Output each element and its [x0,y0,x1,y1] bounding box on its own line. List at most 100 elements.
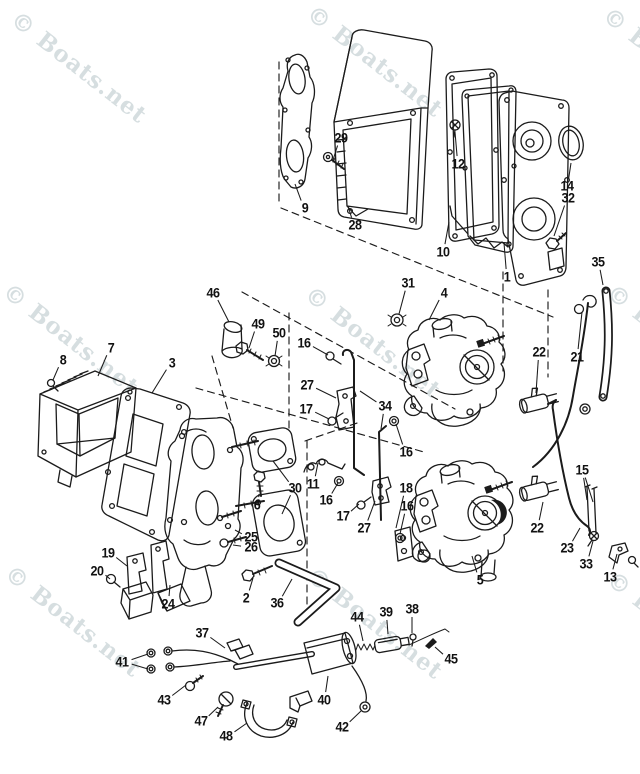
part-22-fitting-upper-drawing [518,387,559,414]
part-47-screw-drawing [215,691,234,717]
leader-line-48 [234,722,248,733]
part-label-50: 50 [272,325,286,341]
part-label-22: 22 [530,520,544,536]
leader-line-47 [208,706,219,717]
part-label-1: 1 [503,269,511,285]
leader-line-42 [349,710,362,723]
part-label-33: 33 [579,556,593,572]
leader-line-36 [281,578,293,597]
leader-line-16 [395,423,404,445]
part-16-hardware-drawing [325,351,406,544]
part-label-34: 34 [378,398,392,414]
leader-line-29 [332,145,339,161]
part-label-21: 21 [570,349,584,365]
part-label-23: 23 [560,540,574,556]
part-label-39: 39 [379,604,393,620]
leader-line-45 [434,646,444,655]
leader-line-32 [553,205,566,237]
leader-line-24 [168,584,171,597]
part-8-screw-drawing [46,378,59,392]
intake-manifold-casting-drawing [157,416,265,612]
part-27-bracket-upper-drawing [335,386,357,431]
leader-line-31 [398,290,406,315]
leader-line-41 [131,653,149,661]
leader-line-16 [399,513,406,535]
linkage-rod-drawing [233,651,315,670]
part-label-6: 6 [253,497,261,513]
part-40-cylinder-drawing [303,631,357,675]
part-label-3: 3 [168,355,176,371]
part-label-10: 10 [436,244,450,260]
leader-line-17 [314,411,330,420]
leader-line-17 [350,503,360,512]
part-17-screw-upper-drawing [327,412,344,426]
part-42-wire-drawing [351,665,371,713]
part-label-46: 46 [206,285,220,301]
part-label-27: 27 [300,377,314,393]
part-label-16: 16 [400,498,414,514]
part-13-bracket-drawing [608,542,639,568]
part-label-17: 17 [336,508,350,524]
part-26-bolt-drawing [219,535,247,548]
part-2-bolt-drawing [241,565,273,582]
part-21-rod-drawing [532,294,597,468]
part-label-37: 37 [195,625,209,641]
part-label-14: 14 [560,178,574,194]
leader-line-19 [115,557,128,567]
leader-line-2 [248,577,254,591]
part-label-15: 15 [575,462,589,478]
part-label-19: 19 [101,545,115,561]
leader-line-15 [584,477,594,503]
leader-line-9 [294,183,302,201]
leader-line-8 [52,366,60,381]
leader-line-40 [325,675,329,693]
part-32-screw-drawing [545,232,567,250]
part-35-tube-drawing [598,286,613,402]
part-label-40: 40 [317,692,331,708]
leader-line-50 [274,340,278,357]
leader-line-46 [217,299,230,323]
part-20-bolt-drawing [105,573,121,588]
part-label-36: 36 [270,595,284,611]
part-label-44: 44 [350,609,364,625]
leader-line-21 [577,311,583,350]
part-11-clip-drawing [303,458,346,473]
part-label-16: 16 [399,444,413,460]
leader-line-27 [367,500,376,521]
leader-line-18 [395,495,405,529]
part-9-gasket-drawing [279,53,316,189]
leader-line-23 [571,527,581,542]
leader-line-28 [347,205,353,218]
leader-line-1 [503,242,507,270]
part-1-cover-plate-drawing [498,90,570,286]
part-18-bracket-drawing [394,526,414,562]
part-34-link-rods-drawing [341,348,387,521]
part-label-8: 8 [59,352,67,368]
part-label-41: 41 [115,654,129,670]
part-label-30: 30 [288,480,302,496]
part-label-32: 32 [561,190,575,206]
part-label-48: 48 [219,728,233,744]
part-25-stud-drawing [216,510,242,522]
leader-line-16 [312,346,329,356]
leader-line-37 [210,636,226,649]
leader-line-15 [583,477,588,501]
part-label-24: 24 [161,596,175,612]
part-49-bolt-drawing [235,341,264,361]
part-label-22: 22 [532,344,546,360]
part-48-clamp-drawing [240,690,313,738]
part-5-carburetor-drawing [409,459,514,582]
leader-line-27 [315,387,337,399]
part-label-17: 17 [299,401,313,417]
part-29-screw-drawing [322,151,345,170]
part-label-26: 26 [244,539,258,555]
part-label-25: 25 [244,529,258,545]
part-12-plate-drawing [445,68,500,242]
leader-line-33 [588,540,594,557]
leader-line-13 [612,553,618,570]
leader-line-39 [386,619,389,635]
